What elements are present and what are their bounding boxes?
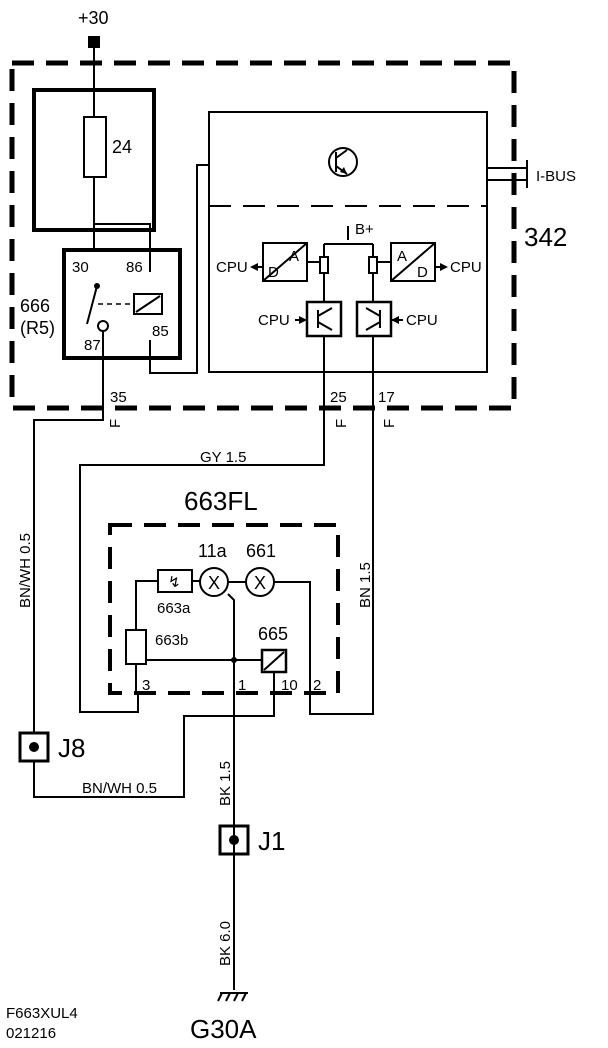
- resistor-right: [368, 256, 378, 274]
- cpu-right-label: CPU: [450, 259, 482, 276]
- footer-code: F663XUL4: [6, 1005, 78, 1022]
- resistor-left: [319, 256, 329, 274]
- junction-j1-label: J1: [258, 826, 285, 856]
- junction-j8-label: J8: [58, 733, 85, 763]
- wire-86: [94, 223, 151, 272]
- bulb-661-symbol: X: [254, 573, 266, 593]
- bulb-11a-icon: X: [199, 567, 229, 597]
- label-665: 665: [258, 624, 288, 644]
- relay-switch-icon: [86, 283, 134, 332]
- relay-position: (R5): [20, 318, 55, 338]
- lamp-pin-3: 3: [142, 677, 150, 694]
- pin-35: 35: [110, 389, 127, 406]
- relay-coil-icon: [133, 293, 163, 315]
- pin-17-f: F: [381, 419, 398, 428]
- wire-gy-label: GY 1.5: [200, 449, 246, 466]
- relay-pin-87: 87: [84, 337, 101, 354]
- svg-text:↯: ↯: [168, 574, 181, 591]
- relay-pin-85: 85: [152, 323, 169, 340]
- lamp-pin-10: 10: [281, 677, 298, 694]
- ibus-connector: [487, 160, 528, 188]
- ibus-label: I-BUS: [536, 168, 576, 185]
- wire-bk-b-label: BK 6.0: [217, 921, 234, 966]
- fuse-24: [83, 116, 107, 178]
- driver-right: [355, 300, 393, 338]
- wire-87-out: [33, 360, 104, 733]
- cpu-driver-left-label: CPU: [258, 312, 290, 329]
- ground-label: G30A: [190, 1014, 257, 1044]
- cpu-left-label: CPU: [216, 259, 248, 276]
- wire-bnwh-vertical-label: BN/WH 0.5: [17, 533, 34, 608]
- component-663b: [125, 629, 147, 665]
- ad-converter-left: A D: [262, 242, 308, 282]
- relay-id: 666: [20, 296, 50, 316]
- wire-bk-a-label: BK 1.5: [217, 761, 234, 806]
- pin-25-f: F: [333, 419, 350, 428]
- fuse-label: 24: [112, 137, 132, 157]
- ecu-id: 342: [524, 222, 567, 252]
- lamp-unit-frame: [108, 523, 340, 695]
- supply-label: +30: [78, 8, 109, 28]
- bulb-661-icon: X: [245, 567, 275, 597]
- junction-j8: [18, 731, 50, 763]
- component-663a: ↯: [157, 569, 193, 593]
- module-frame: [9, 60, 517, 411]
- bulb-661-label: 661: [246, 541, 276, 561]
- ecu-box: [208, 111, 488, 373]
- ad-right-d: D: [417, 264, 428, 281]
- relay-pin-30: 30: [72, 259, 89, 276]
- wire-25-gy: [79, 336, 325, 713]
- lamp-pin-2: 2: [313, 677, 321, 694]
- ground-icon: [217, 992, 248, 1002]
- relay-666: [62, 248, 182, 360]
- transistor-icon: [328, 147, 358, 177]
- pin-25: 25: [330, 389, 347, 406]
- footer-date: 021216: [6, 1025, 56, 1042]
- relay-pin-86: 86: [126, 259, 143, 276]
- pin-17: 17: [378, 389, 395, 406]
- driver-left: [305, 300, 343, 338]
- cpu-driver-right-label: CPU: [406, 312, 438, 329]
- label-663a: 663a: [157, 600, 191, 617]
- ad-left-a: A: [289, 248, 299, 265]
- supply-terminal: +30: [78, 8, 109, 48]
- lamp-unit-id: 663FL: [184, 486, 258, 516]
- bulb-11a-symbol: X: [208, 573, 220, 593]
- lamp-pin-1: 1: [238, 677, 246, 694]
- bulb-11a-label: 11a: [198, 541, 228, 561]
- wire-pin10: [33, 692, 275, 798]
- wire-17-bn: [309, 336, 374, 715]
- label-663b: 663b: [155, 632, 188, 649]
- ad-left-d: D: [268, 264, 279, 281]
- wire-85: [149, 164, 209, 374]
- wire-bn-label: BN 1.5: [357, 562, 374, 608]
- bplus-label: B+: [355, 221, 374, 238]
- pin-35-f: F: [107, 419, 124, 428]
- ad-converter-right: A D: [390, 242, 436, 282]
- component-665: [260, 648, 288, 674]
- ad-right-a: A: [397, 248, 407, 265]
- junction-j1: [218, 824, 250, 856]
- wire-bnwh-bottom-label: BN/WH 0.5: [82, 780, 157, 797]
